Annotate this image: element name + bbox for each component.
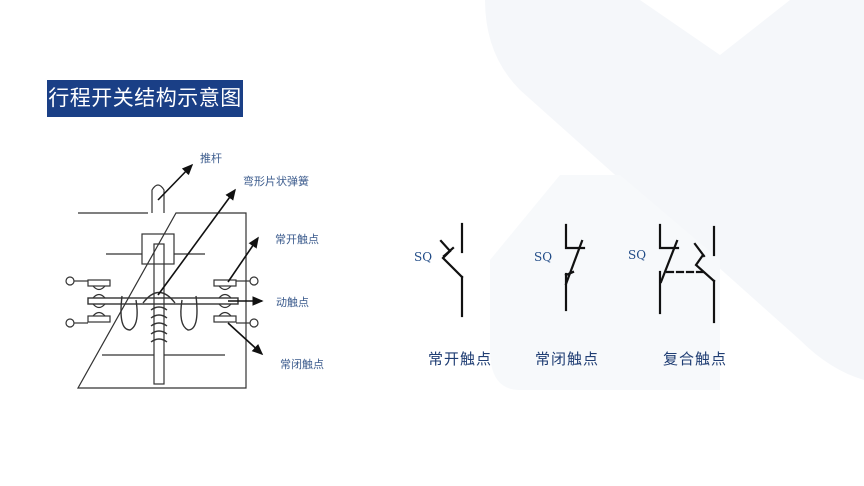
caption-normally-open: 常开触点 bbox=[428, 350, 493, 368]
combination-symbol bbox=[658, 223, 716, 324]
normally-closed-symbol bbox=[564, 223, 586, 312]
symbol-tag-no: SQ bbox=[414, 250, 433, 264]
caption-combination: 复合触点 bbox=[663, 350, 728, 368]
symbol-tag-nc: SQ bbox=[534, 250, 553, 264]
caption-normally-closed: 常闭触点 bbox=[535, 350, 600, 368]
normally-open-symbol bbox=[439, 222, 464, 318]
label-moving-contact: 动触点 bbox=[276, 296, 309, 309]
label-push-rod: 推杆 bbox=[200, 152, 222, 165]
label-curved-leaf-spring: 弯形片状弹簧 bbox=[243, 175, 309, 188]
slide-title: 行程开关结构示意图 bbox=[47, 80, 243, 117]
label-normally-open-contact: 常开触点 bbox=[275, 233, 319, 246]
label-normally-closed-contact: 常闭触点 bbox=[280, 358, 324, 371]
symbol-tag-combo: SQ bbox=[628, 248, 647, 262]
